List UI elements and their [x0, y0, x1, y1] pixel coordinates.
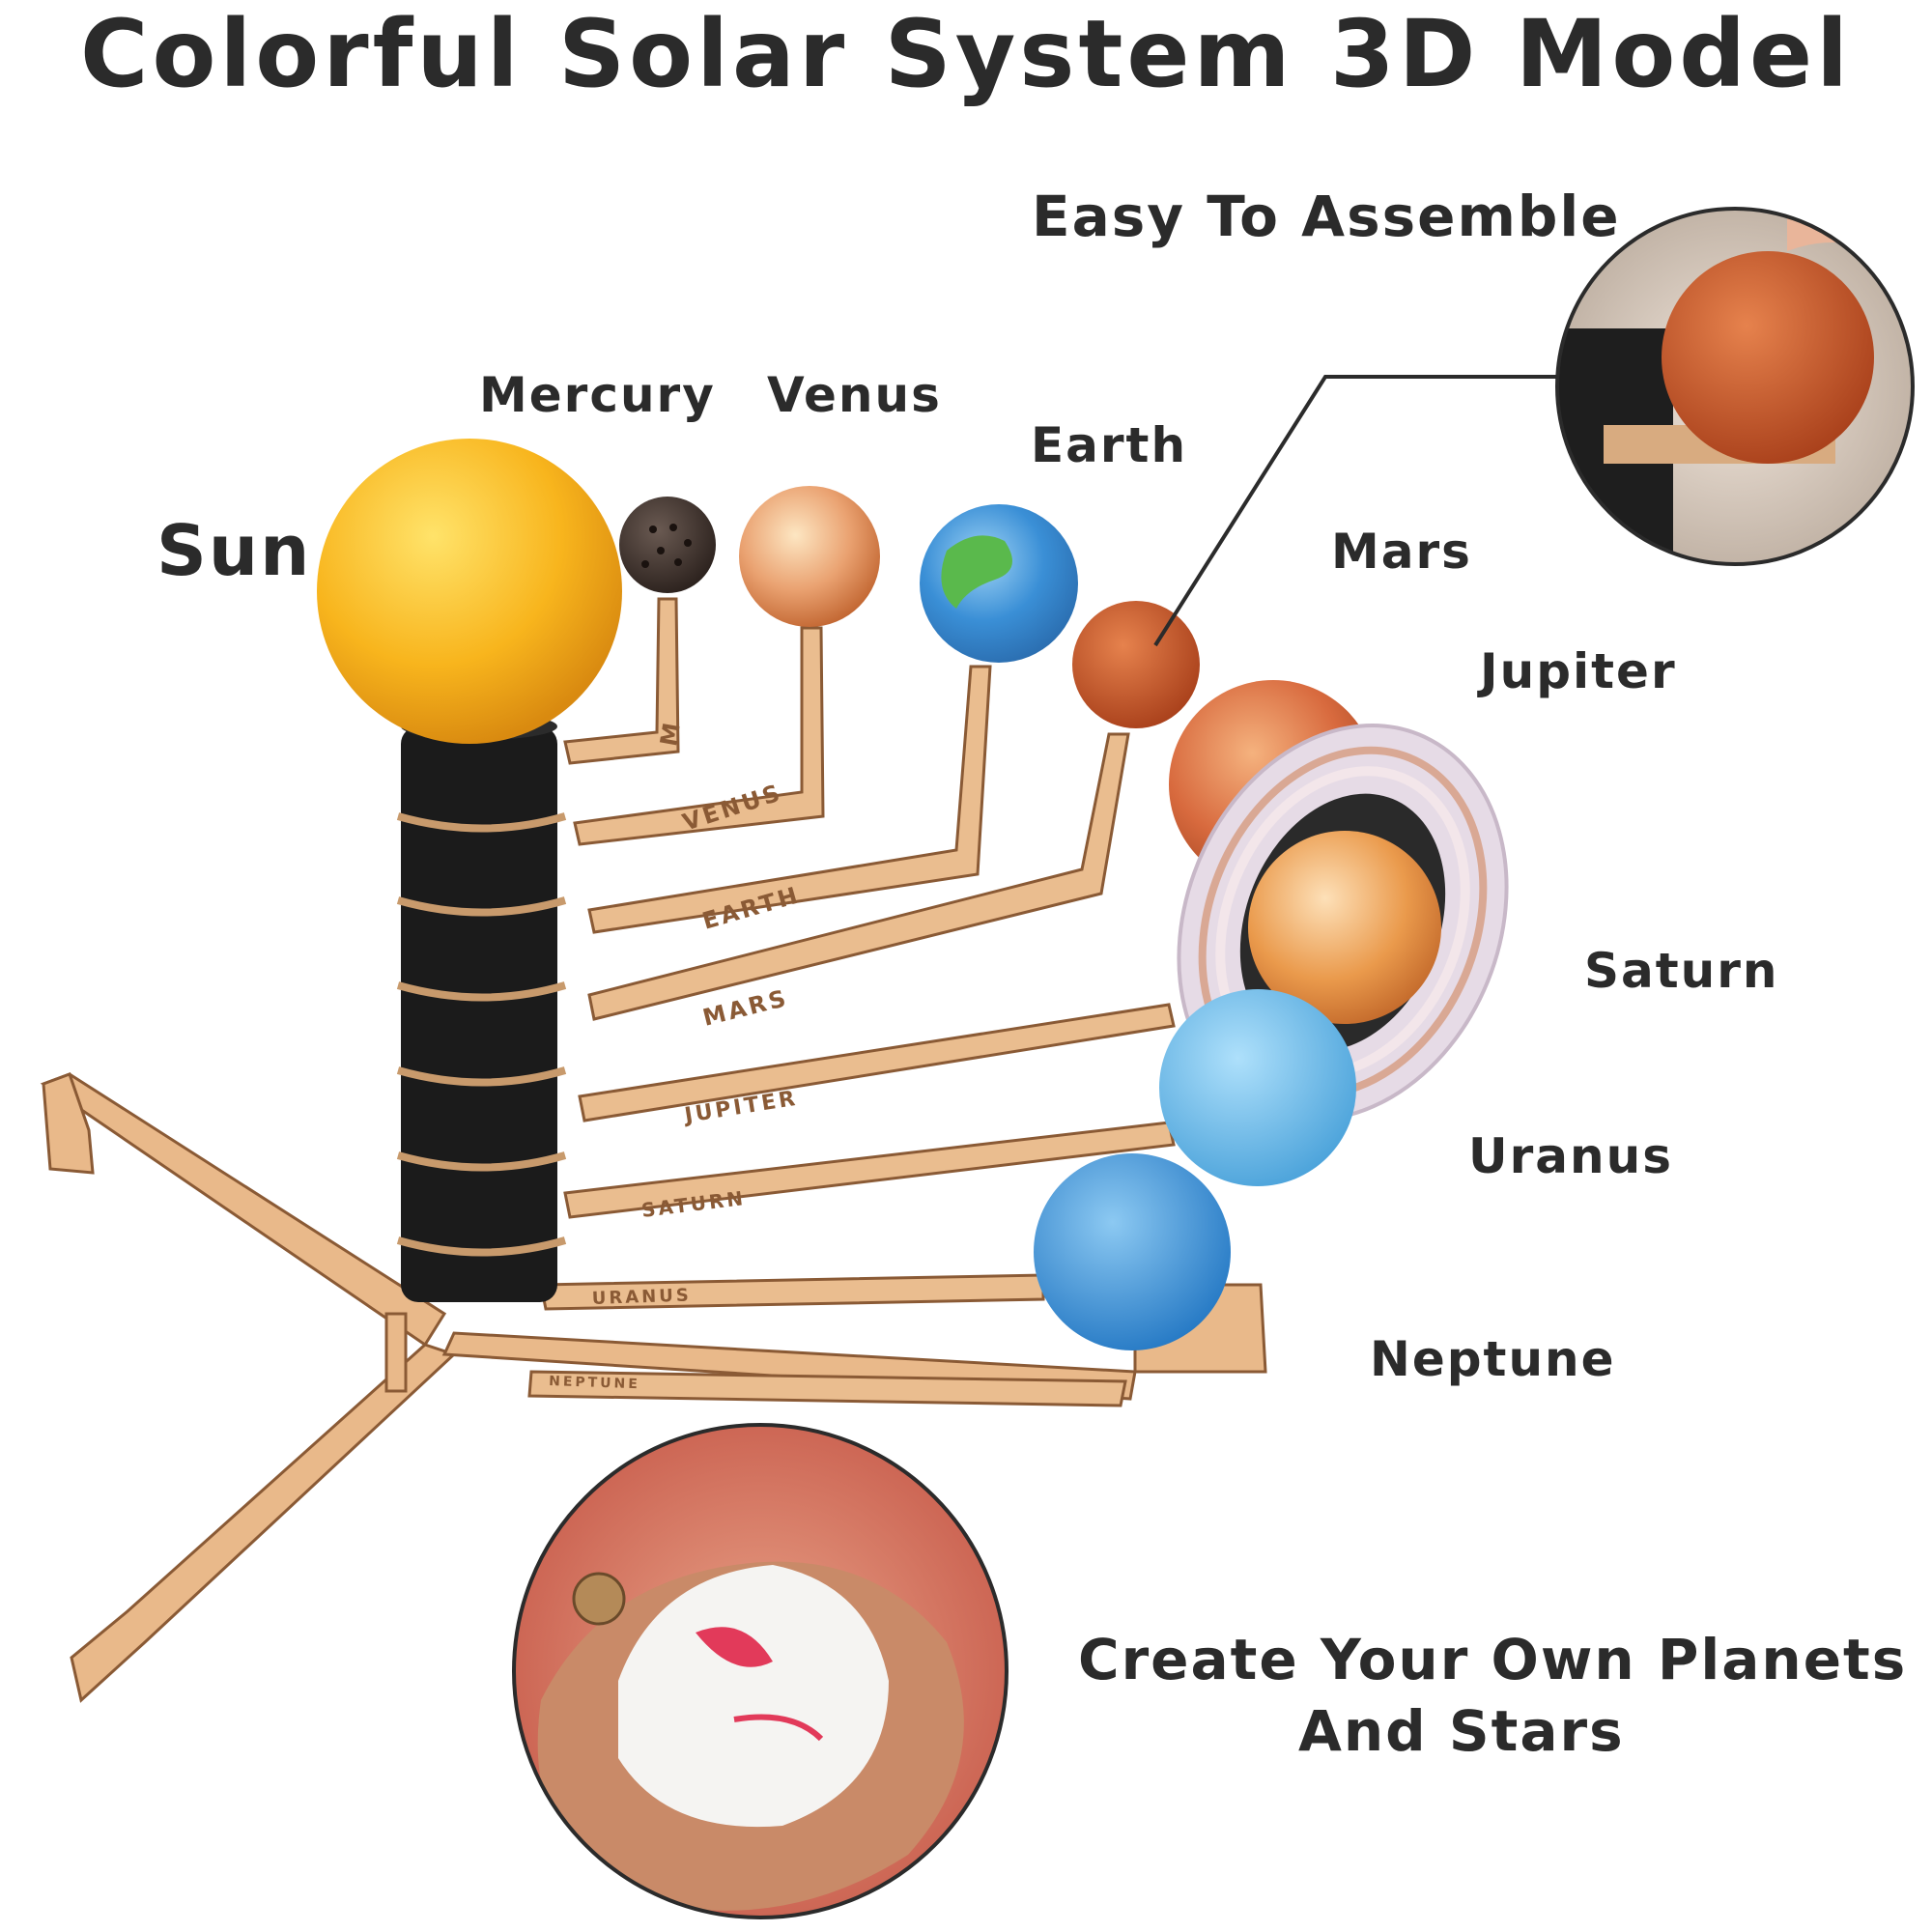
mercury-sphere	[619, 497, 716, 593]
create-planets-label-line1: Create Your Own Planets	[1078, 1627, 1908, 1692]
engraving-mars: MARS	[700, 984, 791, 1032]
assembly-inset	[1555, 207, 1915, 566]
saturn-sphere	[1248, 831, 1441, 1024]
mars-label: Mars	[1331, 524, 1472, 580]
mercury-label: Mercury	[479, 367, 716, 423]
neptune-label: Neptune	[1370, 1331, 1616, 1387]
clay-inset	[512, 1423, 1009, 1919]
earth-land	[941, 535, 1012, 609]
venus-sphere	[739, 486, 880, 627]
uranus-label: Uranus	[1468, 1128, 1673, 1184]
wooden-arms	[527, 597, 1176, 1407]
white-clay-ball	[618, 1565, 889, 1828]
inset-mars-sphere	[1662, 251, 1874, 464]
engraving-mercury: M	[655, 718, 686, 748]
saturn-label: Saturn	[1584, 943, 1779, 999]
uranus-sphere	[1159, 989, 1356, 1186]
sun-label: Sun	[156, 510, 312, 591]
easy-to-assemble-label: Easy To Assemble	[1032, 184, 1621, 249]
inset-pointer-line	[1153, 375, 1557, 647]
sun-sphere	[317, 439, 622, 744]
page-title: Colorful Solar System 3D Model	[79, 0, 1853, 108]
jupiter-label: Jupiter	[1480, 643, 1677, 699]
foam-column	[396, 713, 567, 1302]
create-planets-label-line2: And Stars	[1298, 1698, 1625, 1764]
engraving-neptune: NEPTUNE	[549, 1374, 640, 1392]
mars-sphere	[1072, 601, 1200, 728]
earth-label: Earth	[1031, 417, 1188, 473]
neptune-sphere	[1034, 1153, 1231, 1350]
venus-label: Venus	[767, 367, 942, 423]
mercury-dots	[641, 524, 692, 568]
engraving-uranus: URANUS	[591, 1285, 692, 1309]
